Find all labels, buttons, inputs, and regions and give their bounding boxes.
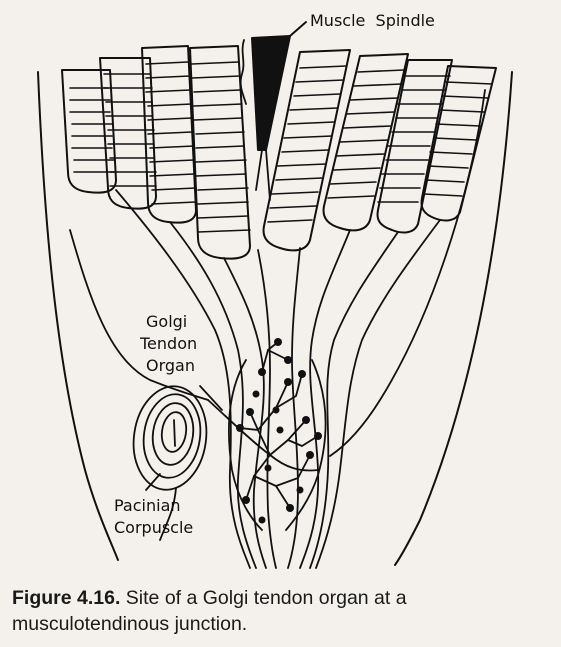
muscle-spindle [239, 35, 291, 201]
golgi-label-line1: Golgi [146, 312, 188, 331]
muscle-fiber [262, 49, 351, 252]
pacinian-corpuscle [132, 385, 208, 491]
anatomy-illustration [37, 21, 513, 569]
outer-boundary-right [394, 71, 513, 566]
figure-caption: Figure 4.16. Site of a Golgi tendon orga… [12, 585, 552, 637]
caption-text: Site of a Golgi tendon organ at a muscul… [12, 587, 407, 635]
muscle-spindle-label: Muscle Spindle [310, 11, 435, 30]
muscle-fiber [376, 59, 453, 234]
muscle-fibers [61, 45, 497, 260]
pacinian-pointer-line [145, 473, 161, 491]
spindle-pointer-line [289, 21, 307, 37]
muscle-fiber [61, 69, 117, 194]
pacinian-nerve [159, 487, 177, 541]
golgi-nerve-endings [207, 341, 319, 509]
pacinian-label-line2: Corpuscle [114, 518, 194, 537]
golgi-nerve [69, 229, 209, 401]
golgi-label-line2: Tendon [140, 334, 198, 353]
outer-boundary-left [37, 71, 119, 561]
golgi-capsule [228, 359, 327, 531]
right-nerve [329, 89, 486, 457]
tendon-fibers [115, 189, 441, 569]
figure-number: Figure 4.16. [12, 587, 121, 609]
muscle-fiber [99, 57, 157, 210]
golgi-pointer-line [199, 385, 223, 411]
muscle-fiber [189, 45, 251, 260]
muscle-fiber [322, 53, 409, 232]
muscle-fiber [141, 45, 197, 224]
pacinian-label-line1: Pacinian [114, 496, 181, 515]
golgi-terminals [236, 338, 322, 524]
golgi-label-line3: Organ [146, 356, 195, 375]
